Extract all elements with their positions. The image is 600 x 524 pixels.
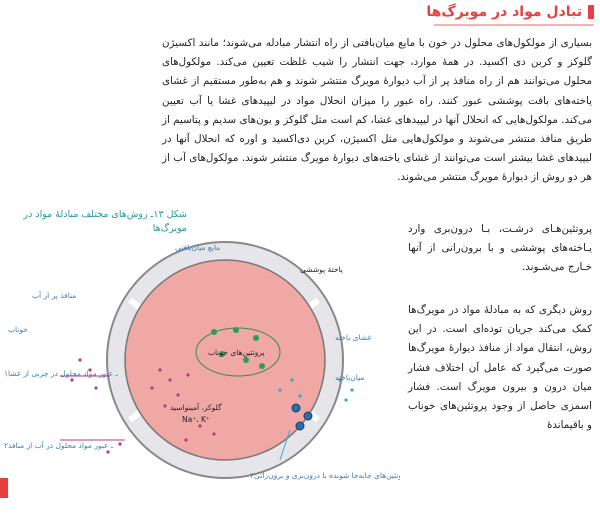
intracellular-label: میان‌یاخته — [335, 373, 364, 382]
vesicle-transport-label: ۳ـ عبور پروتئین‌های جابه‌جا شونده با درو… — [250, 471, 400, 480]
plasma-proteins-label: پروتئین‌های خوناب — [208, 348, 265, 357]
lipid-soluble-label: ۱ـ عبور مواد محلول در چربی از غشا — [4, 369, 119, 378]
heading-underline — [434, 24, 594, 26]
section-heading: تبادل مواد در مویرگ‌ها — [426, 4, 594, 20]
water-pore-label: منافذ پر از آب — [32, 290, 76, 300]
section-title: تبادل مواد در مویرگ‌ها — [426, 4, 582, 20]
diffusion-arrows — [60, 375, 125, 441]
solutes-label: گلوکز، آمینواسید — [170, 402, 222, 412]
interstitial-fluid-label: مایع میان‌بافتی — [175, 243, 220, 252]
figure-caption: شکل ۱۳ـ روش‌های مختلف مبادلهٔ مواد در مو… — [23, 209, 187, 234]
page-number-tab — [0, 478, 8, 498]
lipid-soluble-dots — [278, 378, 354, 402]
capillary-lumen — [124, 259, 326, 461]
cell-membrane-label: غشای یاخته — [335, 333, 372, 342]
water-pore-gap-2 — [128, 409, 142, 423]
solute-dots — [70, 358, 216, 454]
plasma-label: خوناب — [8, 325, 28, 334]
epithelial-cell-label: یاختهٔ پوششی — [300, 265, 343, 274]
paragraph-diffusion: بسیاری از مولکول‌های محلول در خون با مای… — [162, 37, 592, 184]
vesicles — [291, 403, 313, 431]
water-pore-gap — [128, 297, 142, 311]
paragraph-proteins: پروتئین‌هـای درشـت، بـا درون‌بری وارد یـ… — [408, 223, 592, 274]
vesicle-arrow — [279, 429, 291, 461]
capillary-diagram: مایع میان‌بافتی یاختهٔ پوششی منافذ پر از… — [4, 241, 400, 480]
heading-marker — [588, 5, 594, 19]
paragraph-bulk-flow: روش دیگری که به مبادلهٔ مواد در مویرگ‌ها… — [408, 304, 592, 432]
water-soluble-label: ۲ـ عبور مواد محلول در آب از منافذ — [4, 440, 114, 450]
ions-label: Na⁺، K⁺ — [182, 415, 210, 424]
